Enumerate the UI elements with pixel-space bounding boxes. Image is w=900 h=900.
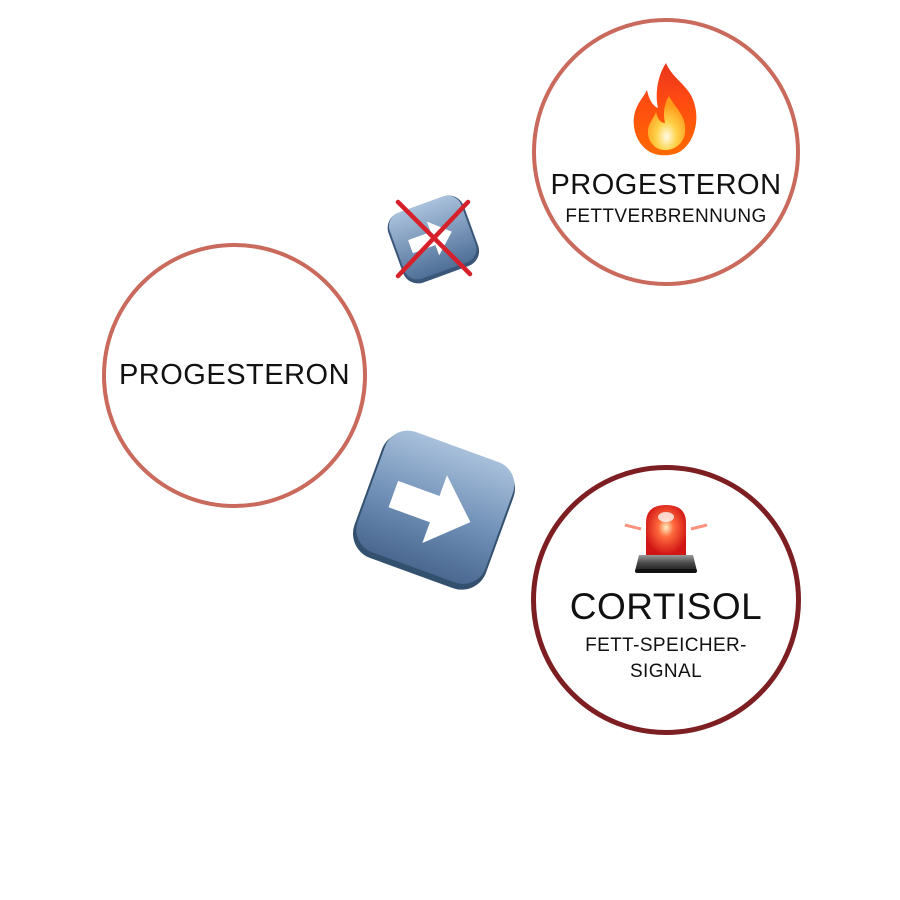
fat-burning-node: PROGESTERON FETTVERBRENNUNG — [532, 18, 800, 286]
fire-icon — [625, 60, 707, 165]
blocked-connector — [384, 190, 486, 292]
cortisol-node: CORTISOL FETT-SPEICHER- SIGNAL — [531, 465, 801, 735]
cortisol-title: CORTISOL — [569, 586, 763, 628]
crossed-arrow-icon — [387, 195, 480, 284]
source-label: PROGESTERON — [118, 359, 351, 391]
police-siren-icon — [621, 499, 711, 580]
progesterone-source-node: PROGESTERON — [102, 243, 367, 508]
fat-burning-title: PROGESTERON — [550, 169, 782, 202]
active-connector — [348, 425, 520, 597]
cortisol-subtitle-line1: FETT-SPEICHER- — [585, 635, 747, 657]
cortisol-subtitle-line2: SIGNAL — [629, 661, 703, 682]
fat-burning-subtitle: FETTVERBRENNUNG — [565, 206, 767, 228]
right-arrow-icon — [352, 430, 516, 590]
